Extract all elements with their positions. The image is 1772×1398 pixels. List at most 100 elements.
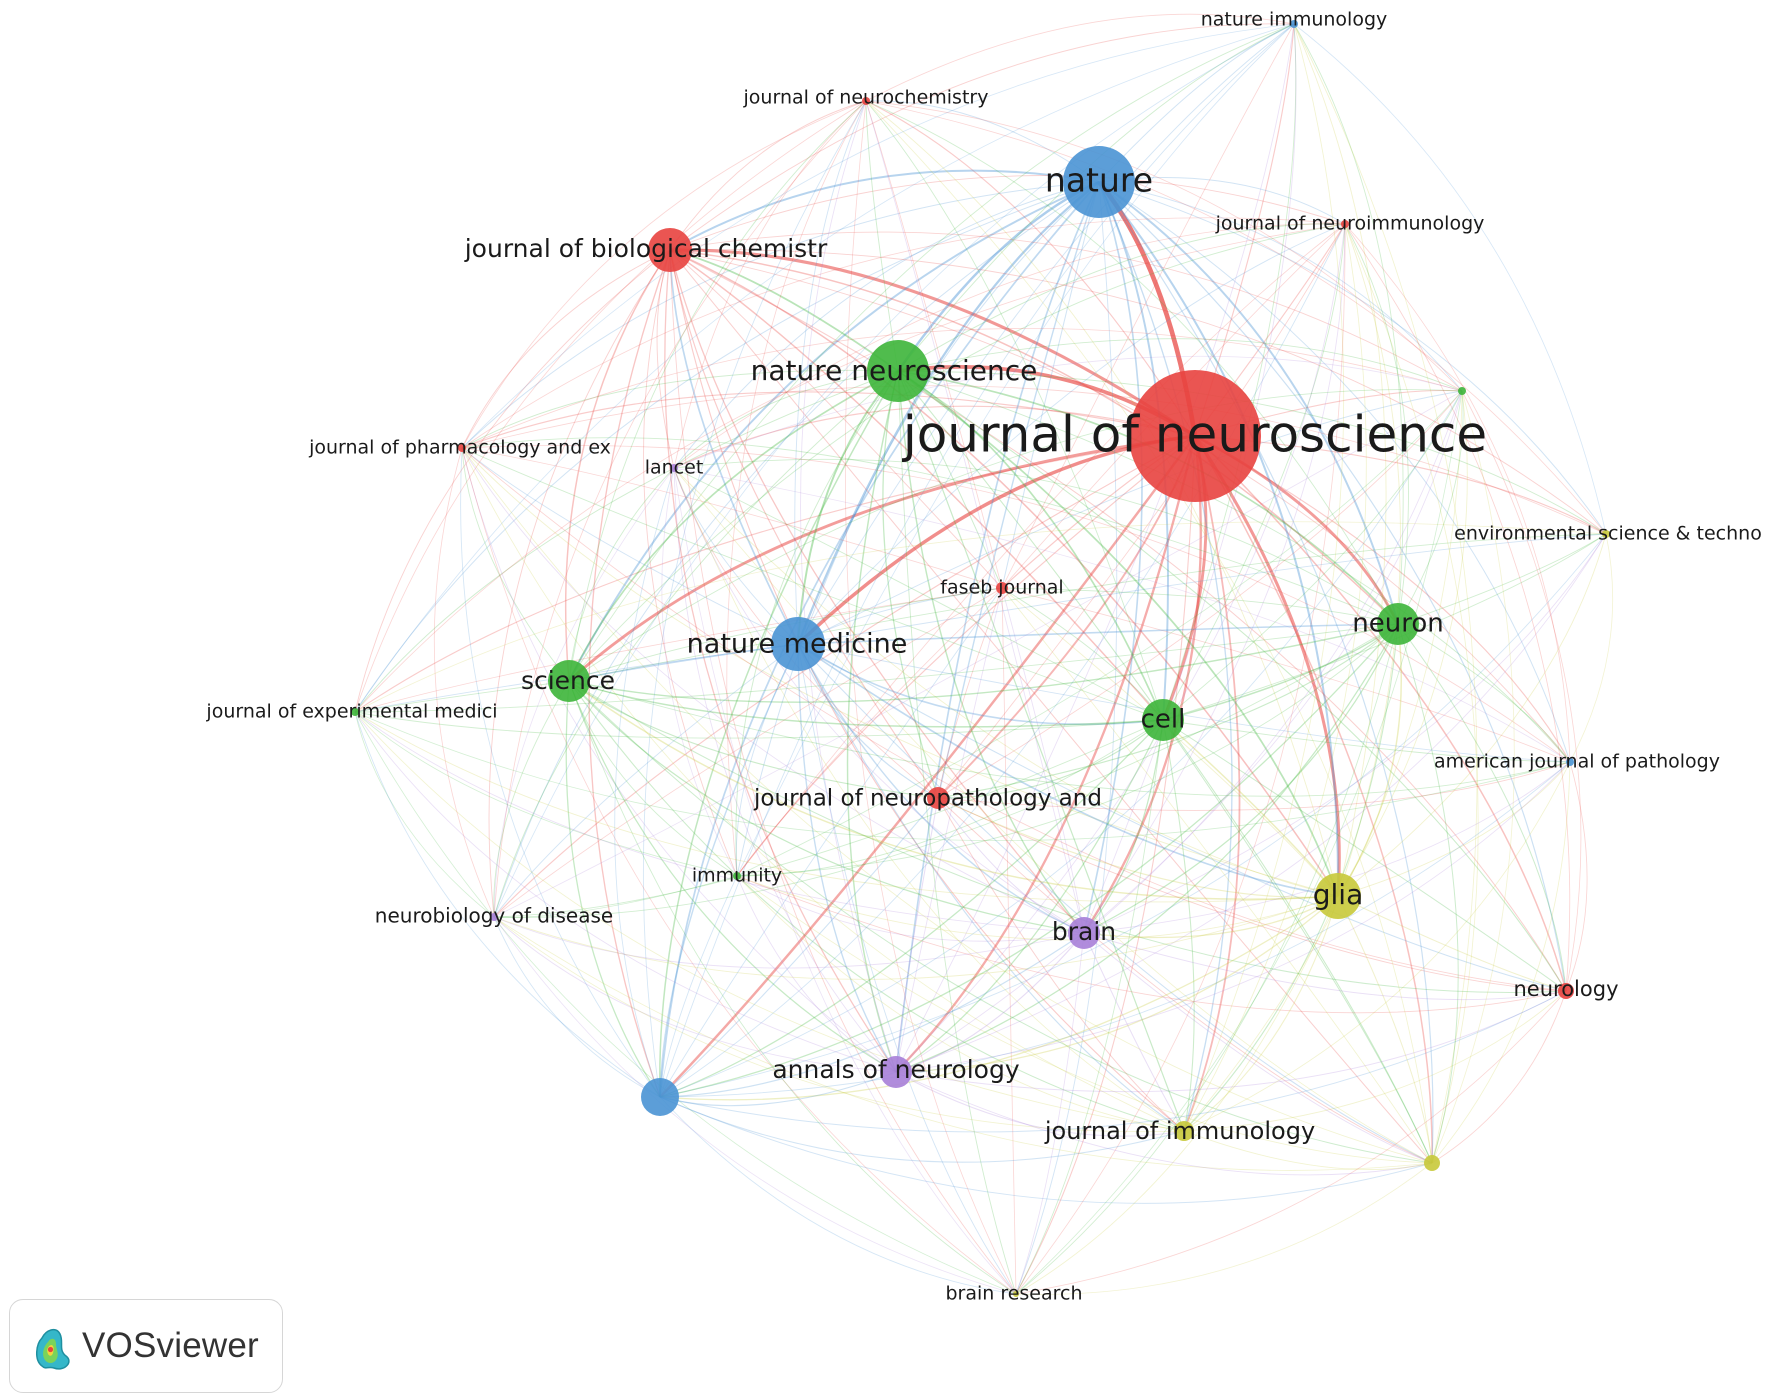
link-jexpmed-jimmun	[354, 711, 1185, 1132]
link-lancet-jneuropath	[673, 467, 939, 799]
link-neurobiol-bluesmall	[493, 916, 661, 1098]
link-natimmun-faseb	[1001, 23, 1295, 589]
node-nature[interactable]	[1063, 146, 1135, 218]
node-bluesmall[interactable]	[641, 1078, 679, 1116]
node-lancet[interactable]	[670, 464, 678, 472]
link-science-yellowsmall	[568, 680, 1433, 1164]
link-neuron-jimmun	[1183, 623, 1399, 1132]
link-nature-faseb	[1001, 181, 1100, 589]
node-neurobiol[interactable]	[490, 913, 498, 921]
link-natimmun-jexpmed	[354, 23, 1295, 713]
node-glia[interactable]	[1315, 873, 1361, 919]
link-jneuroimmun-science	[568, 223, 1346, 682]
link-natneuro-jneurochem	[865, 100, 899, 372]
node-brain[interactable]	[1068, 917, 1100, 949]
link-jpharm-natmed	[461, 447, 799, 645]
link-ajpath-glia	[1337, 761, 1571, 897]
node-jpharm[interactable]	[458, 444, 466, 452]
link-lancet-bluesmall	[614, 467, 675, 1098]
link-glia-annneuro	[895, 895, 1339, 1073]
link-nature-glia	[1098, 181, 1340, 897]
link-envsci-science	[568, 533, 1607, 682]
link-jbc-jneurochem	[669, 100, 867, 251]
link-cell-ajpath	[1162, 719, 1571, 763]
link-faseb-neurobiol	[493, 587, 1003, 918]
node-jexpmed[interactable]	[351, 708, 359, 716]
label-nature: nature	[1045, 161, 1153, 200]
label-jneuropath: journal of neuropathology and	[753, 786, 1102, 812]
link-jneuropath-glia	[937, 797, 1339, 898]
link-jbc-envsci	[669, 249, 1607, 535]
link-envsci-brain	[1083, 533, 1607, 934]
link-annneuro-bluesmall	[659, 1071, 897, 1107]
node-ajpath[interactable]	[1566, 758, 1574, 766]
node-annneuro[interactable]	[880, 1056, 912, 1088]
link-jbc-greensmall	[669, 231, 1463, 392]
node-jneuroimmun[interactable]	[1341, 220, 1349, 228]
node-cell[interactable]	[1142, 699, 1184, 741]
node-jneuro[interactable]	[1129, 370, 1261, 502]
link-nature-jimmun	[1098, 181, 1233, 1132]
link-neurology-brainres	[1015, 990, 1567, 1295]
node-jneurochem[interactable]	[862, 97, 870, 105]
link-jneuro-jimmun	[1183, 435, 1241, 1132]
label-jbc: journal of biological chemistr	[464, 234, 828, 263]
link-jpharm-bluesmall	[460, 447, 661, 1098]
node-envsci[interactable]	[1602, 530, 1610, 538]
link-natneuro-lancet	[673, 370, 899, 469]
link-jneuro-yellowsmall	[1194, 435, 1433, 1164]
node-jbc[interactable]	[648, 228, 692, 272]
link-jbc-brainres	[669, 249, 1017, 1295]
node-greensmall[interactable]	[1458, 387, 1466, 395]
link-jbc-science	[564, 249, 671, 682]
node-jimmun[interactable]	[1174, 1121, 1194, 1141]
node-neuron[interactable]	[1377, 603, 1419, 645]
node-brainres[interactable]	[1013, 1291, 1019, 1297]
link-immunity-annneuro	[736, 875, 897, 1073]
link-nature-brainres	[1015, 181, 1118, 1295]
link-ajpath-jneuropath	[937, 761, 1571, 811]
link-jneuro-brainres	[1015, 435, 1196, 1295]
link-natneuro-glia	[897, 370, 1339, 897]
node-natimmun[interactable]	[1290, 20, 1298, 28]
node-immunity[interactable]	[733, 872, 741, 880]
link-neuron-immunity	[736, 623, 1399, 877]
link-immunity-jimmun	[736, 875, 1185, 1132]
link-jneuro-brain	[1083, 435, 1202, 934]
link-natneuro-yellowsmall	[897, 370, 1433, 1164]
link-annneuro-yellowsmall	[895, 1071, 1433, 1176]
link-neuron-ajpath	[1397, 623, 1571, 763]
link-envsci-annneuro	[895, 533, 1607, 1073]
link-neurology-greensmall	[1461, 390, 1582, 992]
link-natneuro-annneuro	[846, 370, 899, 1073]
link-cell-brain	[1083, 719, 1164, 934]
label-jneurochem: journal of neurochemistry	[743, 87, 989, 109]
link-jpharm-envsci	[461, 385, 1607, 535]
node-natneuro[interactable]	[867, 340, 929, 402]
link-jneuro-jpharm	[461, 391, 1196, 449]
link-natimmun-glia	[1293, 23, 1387, 897]
link-annneuro-jimmun	[895, 1071, 1185, 1137]
node-faseb[interactable]	[996, 582, 1008, 594]
link-greensmall-brainres	[1015, 390, 1463, 1295]
node-jneuropath[interactable]	[927, 787, 949, 809]
link-jneuroimmun-natmed	[797, 223, 1346, 645]
link-jneuro-annneuro	[895, 435, 1197, 1073]
node-neurology[interactable]	[1558, 983, 1574, 999]
link-jneuropath-yellowsmall	[937, 797, 1433, 1164]
link-jneuro-jexpmed	[354, 435, 1196, 713]
link-lancet-ajpath	[673, 467, 1571, 763]
link-natneuro-brainres	[897, 370, 1017, 1295]
link-jneurochem-science	[568, 100, 867, 682]
link-natneuro-greensmall	[897, 338, 1463, 392]
node-yellowsmall[interactable]	[1424, 1155, 1440, 1171]
link-jneuro-neurology	[1194, 435, 1567, 992]
node-natmed[interactable]	[771, 617, 825, 671]
node-science[interactable]	[548, 660, 590, 702]
link-jneuroimmun-neuron	[1344, 223, 1409, 625]
link-lancet-immunity	[661, 467, 738, 877]
label-neuron: neuron	[1352, 609, 1443, 639]
link-jimmun-yellowsmall	[1183, 1130, 1433, 1171]
link-jexpmed-annneuro	[354, 711, 897, 1073]
